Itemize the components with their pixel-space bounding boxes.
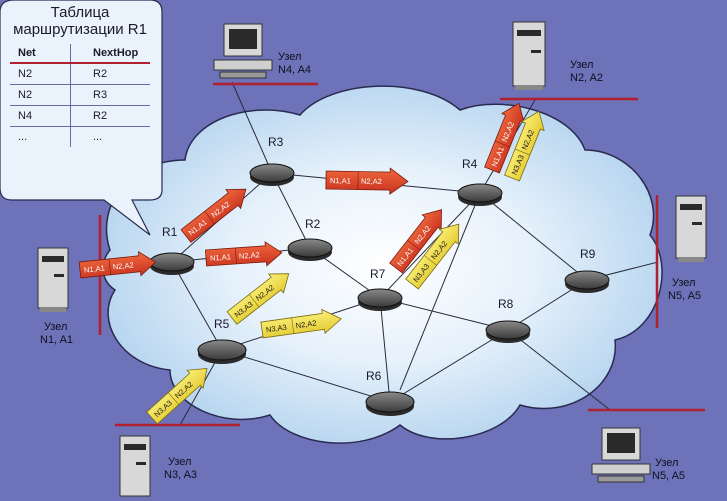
node-n2-line2: N2, A2 — [570, 72, 603, 84]
packet-red-r1-r3: N1,A1 N2,A2 — [180, 188, 247, 243]
cell-net: N2 — [10, 84, 71, 106]
router-r6 — [365, 391, 415, 416]
packet-red-r4-n2: N1,A1 N2,A2 — [484, 102, 525, 174]
node-labels: Узел N1, A1 Узел N4, A4 Узел N2, A2 Узел… — [40, 51, 701, 482]
node-n3-line1: Узел — [168, 456, 191, 468]
table-row: N2 R2 — [10, 63, 150, 85]
packet-src: N1,A1 — [84, 263, 106, 274]
header-net: Net — [10, 44, 71, 64]
node-n5a-line2: N5, A5 — [668, 290, 701, 302]
router-r7 — [357, 288, 403, 311]
table-row: N4 R2 — [10, 105, 150, 127]
routing-table-header-row: Net NextHop — [10, 44, 150, 64]
node-n4-line1: Узел — [278, 51, 301, 63]
table-row: N2 R3 — [10, 84, 150, 106]
routers — [149, 163, 610, 416]
routing-table-title-line1: Таблица — [50, 4, 110, 21]
routing-table-title: Таблица маршрутизации R1 — [4, 4, 156, 38]
packet-yellow-n3-r5: N3,A3 N2,A2 — [146, 368, 208, 425]
node-n1-line2: N1, A1 — [40, 334, 73, 346]
router-r1 — [149, 252, 195, 275]
router-label-r9: R9 — [580, 247, 596, 261]
node-n5a-line1: Узел — [672, 277, 695, 289]
router-label-r7: R7 — [370, 267, 386, 281]
computer-n1 — [37, 247, 69, 312]
router-r8 — [485, 320, 531, 343]
packet-src: N1,A1 — [210, 252, 231, 262]
header-nexthop: NextHop — [70, 44, 150, 64]
packet-dst: N2,A2 — [295, 318, 317, 330]
routing-table: Таблица маршрутизации R1 Net NextHop N2 … — [4, 4, 156, 147]
packet-red-r7-r4: N1,A1 N2,A2 — [389, 209, 442, 274]
router-label-r1: R1 — [162, 225, 178, 239]
cell-nexthop: R2 — [70, 105, 150, 127]
packet-dst: N2,A2 — [112, 260, 134, 271]
packet-yellow-r5-r7: N3,A3 N2,A2 — [260, 308, 342, 339]
router-r3 — [249, 163, 295, 186]
node-n1-line1: Узел — [44, 321, 67, 333]
router-labels: R1 R2 R3 R4 R5 R6 R7 R8 R9 — [162, 135, 596, 383]
packet-dst: N2,A2 — [361, 177, 382, 186]
packet-dst: N2,A2 — [239, 250, 260, 260]
node-n4-line2: N4, A4 — [278, 64, 311, 76]
cell-net: ... — [10, 126, 71, 147]
router-r9 — [564, 270, 610, 293]
packet-arrows: N1,A1 N2,A2 N1,A1 N2,A2 N1,A1 N2,A2 N1,A… — [78, 102, 545, 425]
router-label-r6: R6 — [366, 369, 382, 383]
cell-nexthop: R3 — [70, 84, 150, 106]
computer-n4 — [213, 23, 273, 79]
cell-net: N2 — [10, 63, 71, 85]
router-label-r8: R8 — [498, 297, 514, 311]
computer-n2 — [512, 21, 546, 90]
packet-red-r3-r4: N1,A1 N2,A2 — [325, 167, 409, 195]
computer-n5a — [675, 195, 707, 262]
table-row: ... ... — [10, 126, 150, 147]
packet-red-n1-r1: N1,A1 N2,A2 — [78, 251, 157, 279]
packet-red-r1-r2: N1,A1 N2,A2 — [205, 241, 283, 267]
node-n5b-line2: N5, A5 — [652, 470, 685, 482]
router-label-r3: R3 — [268, 135, 284, 149]
routing-table-grid: Net NextHop N2 R2 N2 R3 N4 R2 ... ... — [10, 44, 150, 147]
cell-net: N4 — [10, 105, 71, 127]
packet-yellow-r5-r2: N3,A3 N2,A2 — [226, 273, 290, 325]
packet-src: N1,A1 — [330, 176, 351, 185]
router-r5 — [197, 339, 247, 364]
router-r4 — [457, 183, 503, 206]
router-label-r5: R5 — [214, 317, 230, 331]
node-n2-line1: Узел — [570, 59, 593, 71]
computers — [37, 21, 707, 497]
routing-table-title-line2: маршрутизации R1 — [13, 21, 147, 38]
packet-yellow-r4-n2: N3,A3 N2,A2 — [504, 110, 545, 182]
computer-n5b — [591, 427, 651, 483]
router-r2 — [287, 238, 333, 261]
packet-src: N3,A3 — [265, 323, 287, 335]
cell-nexthop: ... — [93, 131, 103, 143]
router-label-r4: R4 — [462, 157, 478, 171]
node-n3-line2: N3, A3 — [164, 469, 197, 481]
computer-n3 — [119, 435, 151, 497]
packet-yellow-r7-r4: N3,A3 N2,A2 — [405, 223, 460, 290]
router-label-r2: R2 — [305, 217, 321, 231]
node-n5b-line1: Узел — [655, 457, 678, 469]
cell-nexthop: R2 — [70, 63, 150, 85]
